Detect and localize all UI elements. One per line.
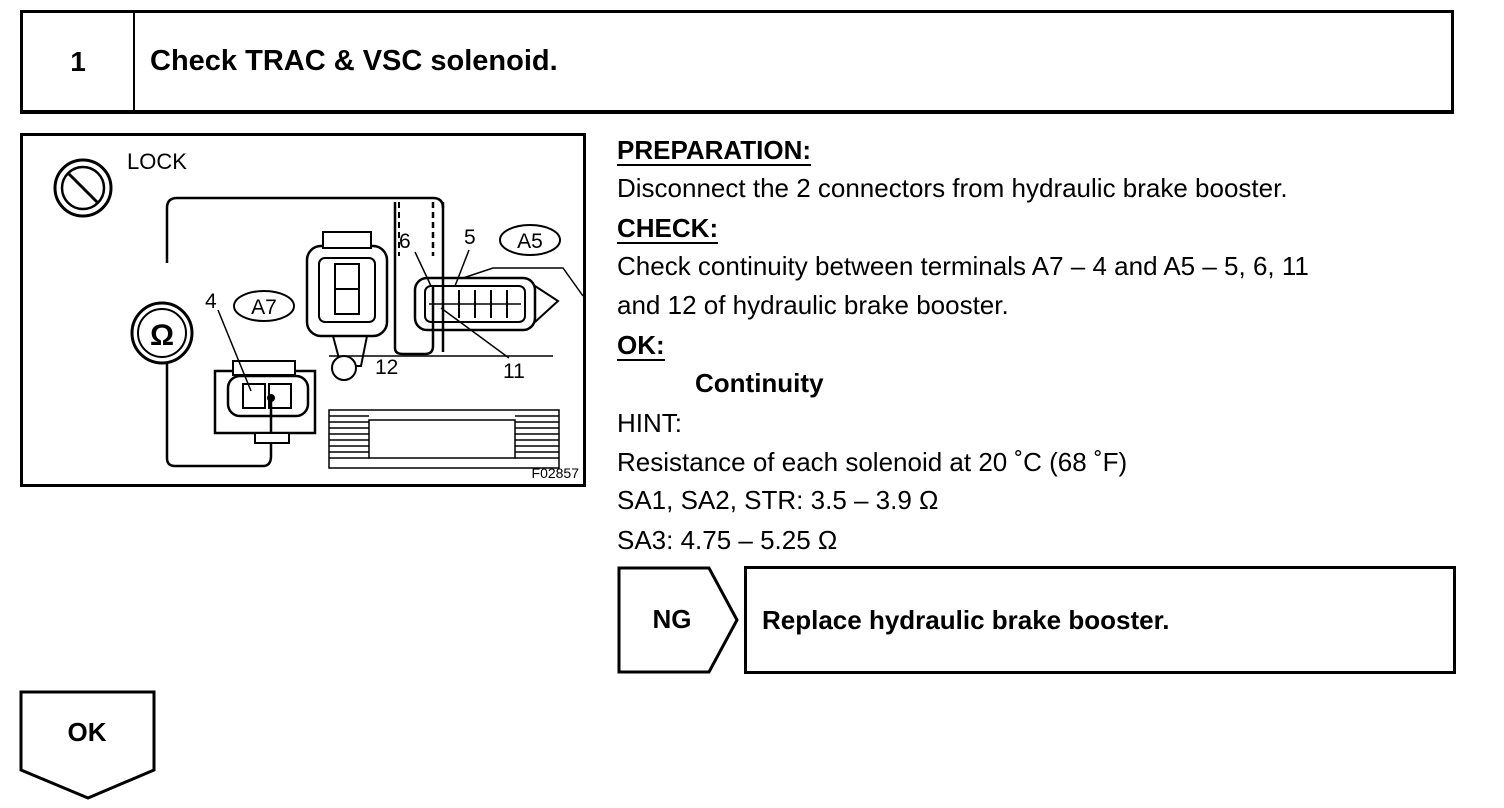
step-header: 1 Check TRAC & VSC solenoid. [20,10,1454,114]
ok-label: OK [67,716,107,747]
connector-diagram: LOCK Ω A7 4 [53,149,583,481]
step-number: 1 [23,13,135,110]
step-title: Check TRAC & VSC solenoid. [150,45,558,77]
ng-arrow-shape [617,566,739,674]
pin-6-label: 6 [399,230,411,253]
connector-a5-label: A5 [517,230,543,253]
connector-a7-label: A7 [251,296,277,319]
preparation-text: Disconnect the 2 connectors from hydraul… [617,173,1288,203]
lock-icon [53,158,113,218]
check-text-line2: and 12 of hydraulic brake booster. [617,290,1009,320]
preparation-heading: PREPARATION: [617,135,812,166]
ok-arrow-shape [19,690,156,800]
pin-4-label: 4 [205,290,217,313]
ng-action: Replace hydraulic brake booster. [744,566,1456,674]
hint-heading: HINT: [617,408,682,438]
ng-label: NG [652,603,692,634]
center-connector [305,231,389,381]
ohm-symbol: Ω [150,319,174,352]
connector-figure: LOCK Ω A7 4 [20,133,586,487]
ohmmeter-icon [130,301,194,365]
hint-line3: SA3: 4.75 – 5.25 Ω [617,525,838,555]
check-heading: CHECK: [617,213,719,244]
connector-a5 [413,267,583,332]
hint-line2: SA1, SA2, STR: 3.5 – 3.9 Ω [617,485,939,515]
figure-code: F02857 [532,465,580,481]
ok-heading: OK: [617,330,665,361]
lock-label: LOCK [127,149,187,174]
connector-a7 [213,360,317,444]
pin-5-label: 5 [464,226,476,249]
ok-result: Continuity [695,368,824,398]
pin-12-label: 12 [375,356,398,379]
pin-11-label: 11 [503,360,525,383]
check-text-line1: Check continuity between terminals A7 – … [617,251,1309,281]
hint-line1: Resistance of each solenoid at 20 ˚C (68… [617,447,1128,477]
